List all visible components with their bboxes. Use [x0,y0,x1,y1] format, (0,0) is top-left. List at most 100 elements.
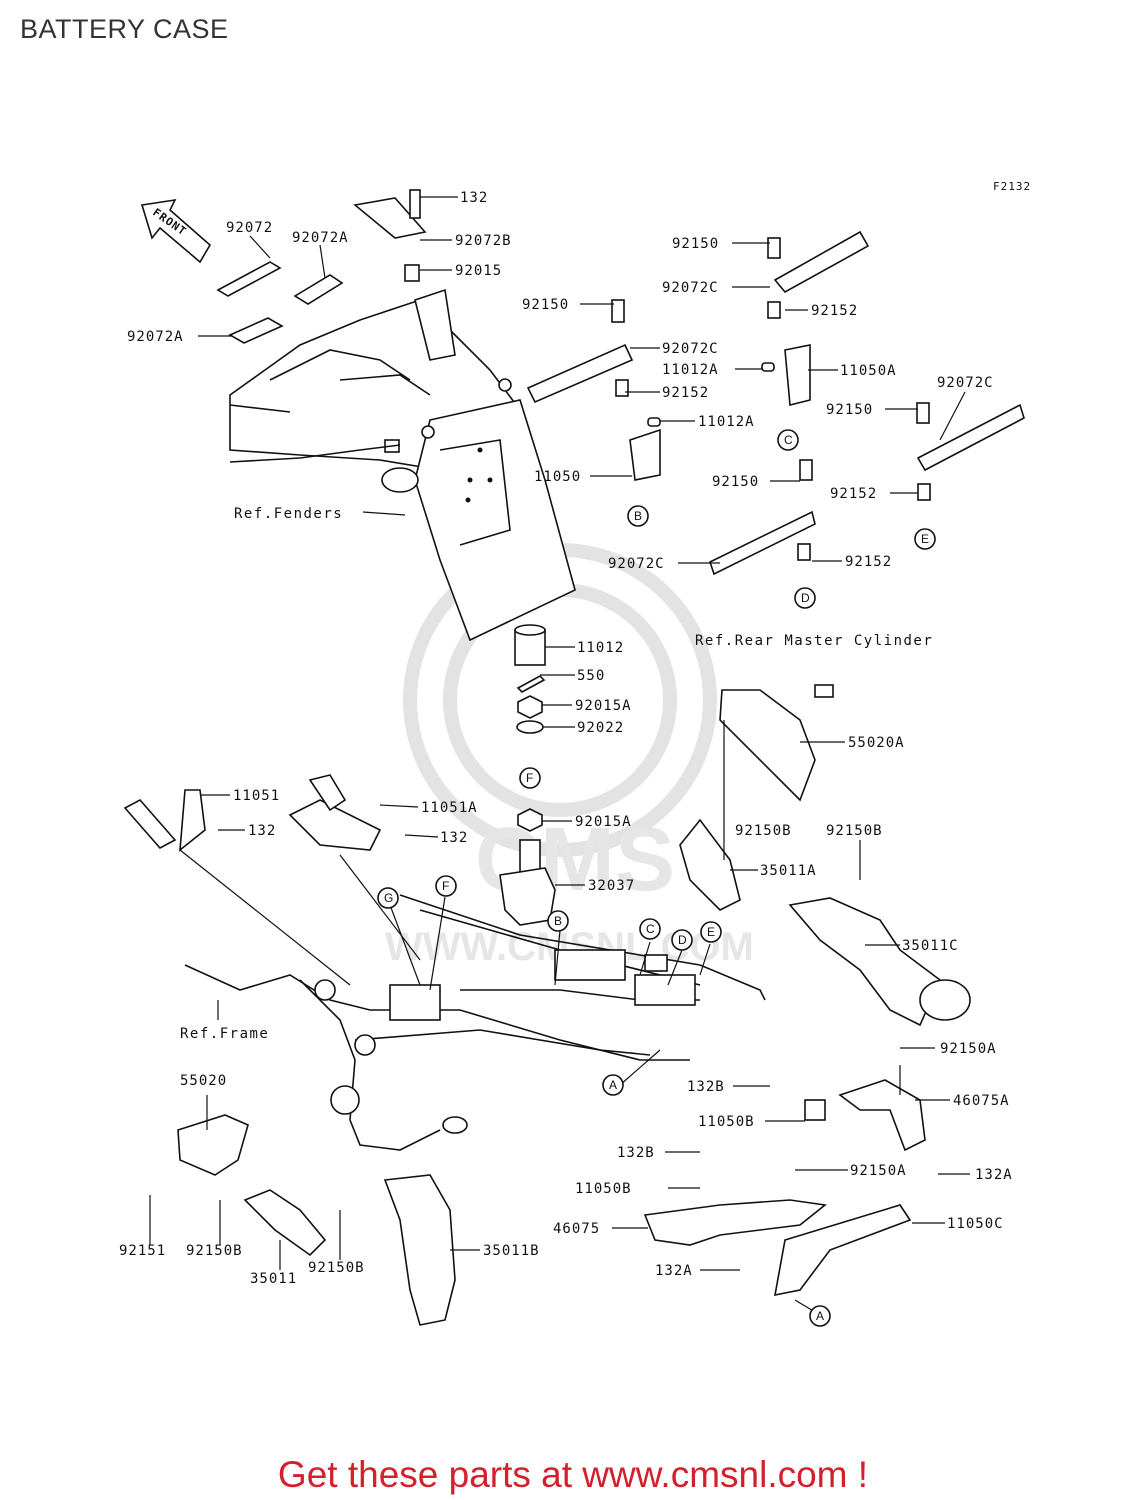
label-132-b: 132 [440,830,468,846]
callout-circle-a-frame [602,1074,624,1096]
label-92150b-b: 92150B [826,823,883,839]
label-55020a: 55020A [848,735,905,751]
label-92072c-b: 92072C [662,341,719,357]
label-92150a-a: 92150A [940,1041,997,1057]
label-92150a-b: 92150A [850,1163,907,1179]
callout-circle-e-top [914,528,936,550]
callout-c-frame: C [646,922,655,936]
label-11050c: 11050C [947,1216,1004,1232]
label-92150-d: 92150 [712,474,759,490]
label-92022: 92022 [577,720,624,736]
label-46075a: 46075A [953,1093,1010,1109]
label-92072a-a: 92072A [292,230,349,246]
label-11012a-a: 11012A [662,362,719,378]
label-92072c-d: 92072C [608,556,665,572]
label-11051: 11051 [233,788,280,804]
label-92151: 92151 [119,1243,166,1259]
label-550: 550 [577,668,605,684]
label-11051a: 11051A [421,800,478,816]
callout-circle-d-top [794,587,816,609]
label-132b-a: 132B [687,1079,725,1095]
part-number-labels: 132 92072 92072A 92072B 92015 92072A 921… [119,190,1013,1287]
label-92072c-a: 92072C [662,280,719,296]
right-footrest-brackets [643,684,971,1297]
label-ref-rear-master-cylinder: Ref.Rear Master Cylinder [695,633,933,649]
cms-watermark: CMS WWW.CMSNL.COM [385,543,754,969]
label-11050: 11050 [534,469,581,485]
label-35011c: 35011C [902,938,959,954]
label-11050a: 11050A [840,363,897,379]
label-11050b-b: 11050B [575,1181,632,1197]
callout-circle-e-frame [700,921,722,943]
label-132b-b: 132B [617,1145,655,1161]
left-footrest-brackets [123,774,456,1326]
callout-circle-g-frame [377,887,399,909]
label-92015a-b: 92015A [575,814,632,830]
label-ref-fenders: Ref.Fenders [234,506,343,522]
callout-circle-c-top [777,429,799,451]
callout-a-bottom: A [816,1309,824,1323]
callout-a-frame: A [609,1078,617,1092]
rubber-strap-parts [216,189,427,344]
center-mount-stack [499,624,556,926]
label-46075: 46075 [553,1221,600,1237]
callout-f-frame: F [442,879,449,893]
callout-circle-a-bottom [809,1305,831,1327]
label-92150-c: 92150 [826,402,873,418]
label-92152-c: 92152 [830,486,877,502]
callout-c-top: C [784,433,793,447]
label-92072a-b: 92072A [127,329,184,345]
battery-straps [526,230,1025,576]
callout-circle-c-frame [639,918,661,940]
label-32037: 32037 [588,878,635,894]
label-35011: 35011 [250,1271,297,1287]
callout-circle-f-mid [519,767,541,789]
label-132-top: 132 [460,190,488,206]
callout-markers: C B E D F G F B C D E A A [377,429,936,1327]
label-92072c-c: 92072C [937,375,994,391]
label-92150-b: 92150 [522,297,569,313]
label-11012a-b: 11012A [698,414,755,430]
callout-g-frame: G [384,891,393,905]
label-92015a-a: 92015A [575,698,632,714]
label-132a-a: 132A [975,1167,1013,1183]
label-92072: 92072 [226,220,273,236]
callout-circle-b-frame [547,910,569,932]
label-92150-a: 92150 [672,236,719,252]
callout-f-mid: F [526,771,533,785]
callout-d-frame: D [678,933,687,947]
label-92152-a: 92152 [811,303,858,319]
label-92152-d: 92152 [845,554,892,570]
label-11050b-a: 11050B [698,1114,755,1130]
callout-circle-f-frame [435,875,457,897]
leader-lines [149,196,970,1313]
label-92072b: 92072B [455,233,512,249]
label-35011b: 35011B [483,1243,540,1259]
footer-link-text[interactable]: Get these parts at www.cmsnl.com ! [277,1454,869,1495]
label-92150b-a: 92150B [735,823,792,839]
frame [184,894,766,1151]
label-92015: 92015 [455,263,502,279]
label-11012: 11012 [577,640,624,656]
callout-b-top: B [634,509,642,523]
rear-fender-battery-case [229,288,576,642]
label-132a-b: 132A [655,1263,693,1279]
label-92150b-c: 92150B [186,1243,243,1259]
callout-d-top: D [801,591,810,605]
callout-e-top: E [921,532,929,546]
page-title: BATTERY CASE [20,14,229,44]
label-35011a: 35011A [760,863,817,879]
label-ref-frame: Ref.Frame [180,1026,269,1042]
label-92150b-d: 92150B [308,1260,365,1276]
label-132-a: 132 [248,823,276,839]
front-arrow: FRONT [140,198,212,264]
callout-circle-b-top [627,505,649,527]
label-92152-b: 92152 [662,385,709,401]
callout-e-frame: E [707,925,715,939]
figure-code: F2132 [993,180,1031,193]
callout-circle-d-frame [671,929,693,951]
label-55020: 55020 [180,1073,227,1089]
callout-b-frame: B [554,914,562,928]
